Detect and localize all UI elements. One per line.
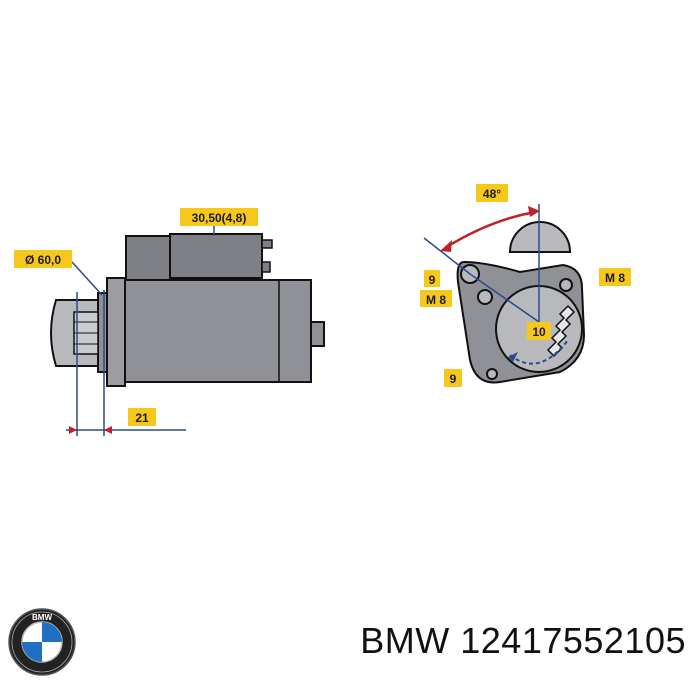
svg-text:48°: 48° (483, 187, 501, 201)
bolt-size-label-left: 9 (424, 270, 440, 287)
angle-label: 48° (476, 184, 508, 202)
part-number: 12417552105 (460, 620, 686, 661)
svg-text:9: 9 (429, 273, 436, 287)
pinion-teeth-label: 10 (527, 322, 551, 340)
offset-label: 21 (128, 408, 156, 426)
brand-name: BMW (360, 620, 450, 661)
bmw-roundel-icon: BMW (8, 608, 76, 676)
bolt-size-label-bottom: 9 (444, 369, 462, 387)
svg-text:M 8: M 8 (605, 271, 625, 285)
svg-text:BMW: BMW (32, 613, 52, 622)
diameter-label: Ø 60,0 (14, 250, 72, 268)
svg-text:21: 21 (135, 411, 149, 425)
svg-text:M 8: M 8 (426, 293, 446, 307)
svg-text:30,50(4,8): 30,50(4,8) (192, 211, 247, 225)
terminal-label: 30,50(4,8) (180, 208, 258, 226)
svg-text:10: 10 (532, 325, 546, 339)
part-caption: BMW 12417552105 (360, 620, 686, 662)
svg-text:9: 9 (450, 372, 457, 386)
svg-text:Ø 60,0: Ø 60,0 (25, 253, 61, 267)
thread-label-left: M 8 (420, 290, 452, 307)
starter-side-view (50, 226, 325, 436)
thread-label-right: M 8 (599, 268, 631, 286)
